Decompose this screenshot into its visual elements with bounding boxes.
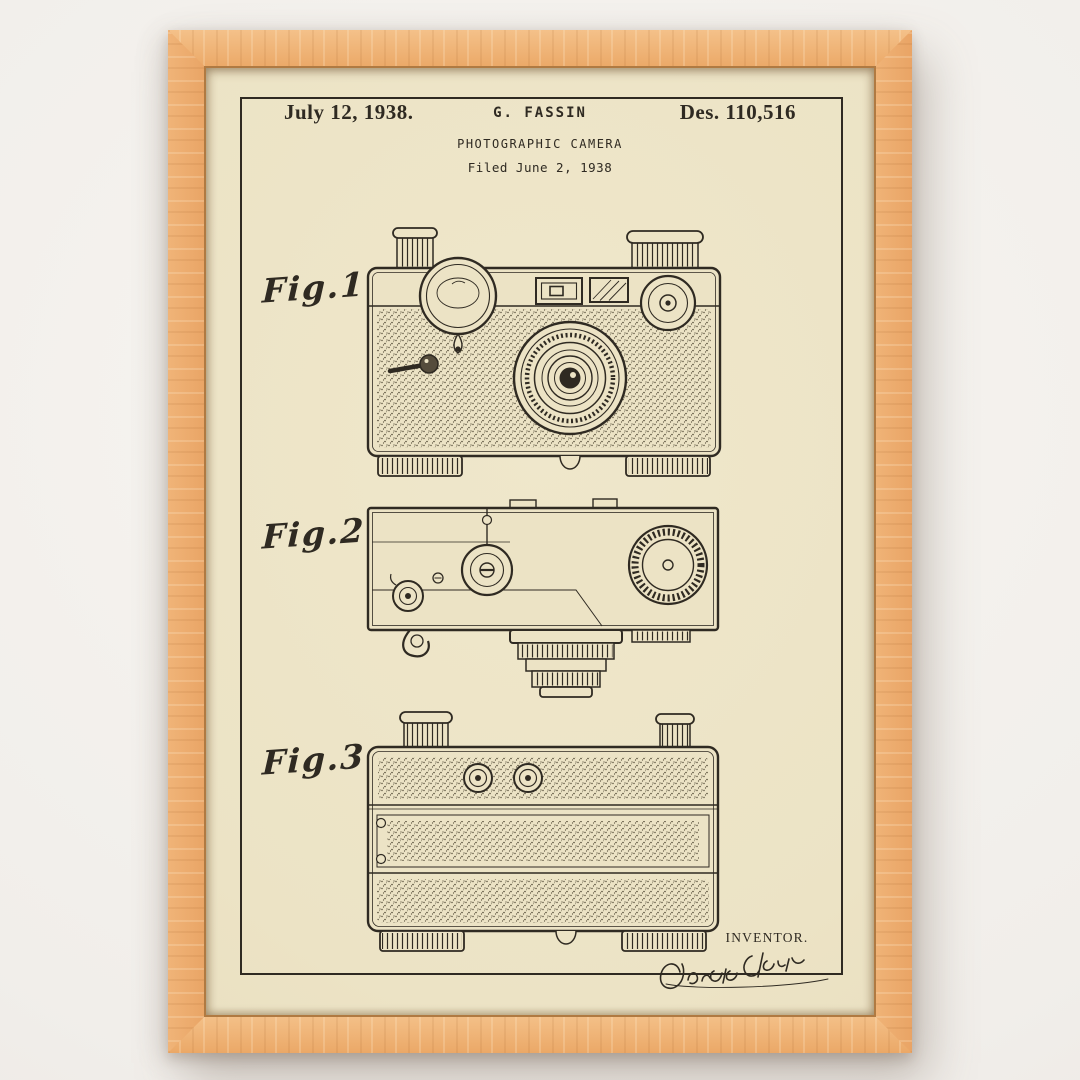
fig2-wind-knob <box>627 524 709 606</box>
patent-filed-date: Filed June 2, 1938 <box>467 160 613 175</box>
patent-print-paper: July 12, 1938. G. FASSIN Des. 110,516 PH… <box>206 68 874 1015</box>
fig3-back-door <box>375 814 710 868</box>
fig3-advance-knob <box>655 713 695 749</box>
fig1-lens <box>512 320 628 436</box>
patent-date: July 12, 1938. <box>284 100 414 124</box>
frame-bottom-rail <box>168 1015 912 1053</box>
fig3-eyepieces <box>463 763 543 793</box>
fig1-feet <box>377 455 711 477</box>
fig2-label: Fig.2 <box>261 510 367 557</box>
wooden-frame: July 12, 1938. G. FASSIN Des. 110,516 PH… <box>168 30 912 1053</box>
inventor-signature <box>659 952 829 990</box>
fig3-camera-back-drawing <box>366 711 720 952</box>
fig1-rangefinder-window <box>639 274 697 332</box>
fig1-rewind-knob <box>392 227 438 269</box>
frame-left-rail <box>168 30 206 1053</box>
patent-border-rule <box>240 97 843 975</box>
fig1-label: Fig.1 <box>261 264 367 311</box>
inventor-caption: INVENTOR. <box>725 930 809 945</box>
fig2-shutter-dial <box>460 543 514 597</box>
fig2-lens-barrel <box>509 629 623 698</box>
fig1-finder-frames <box>535 277 629 305</box>
patent-inventor-name: G. FASSIN <box>493 105 587 121</box>
patent-title: PHOTOGRAPHIC CAMERA <box>457 137 623 151</box>
fig3-feet <box>379 930 707 952</box>
fig1-focus-lever <box>387 354 439 374</box>
frame-right-rail <box>874 30 912 1053</box>
fig2-camera-top-drawing <box>366 498 720 698</box>
frame-top-rail <box>168 30 912 68</box>
fig2-strap-lug <box>402 629 430 658</box>
fig3-rewind-knob <box>399 711 453 749</box>
patent-number: Des. 110,516 <box>679 100 796 124</box>
fig3-label: Fig.3 <box>261 736 367 783</box>
fig1-camera-front-drawing <box>366 227 722 477</box>
fig1-advance-knob <box>626 230 704 269</box>
fig2-latch <box>389 573 424 612</box>
fig1-viewfinder-window <box>418 256 498 354</box>
